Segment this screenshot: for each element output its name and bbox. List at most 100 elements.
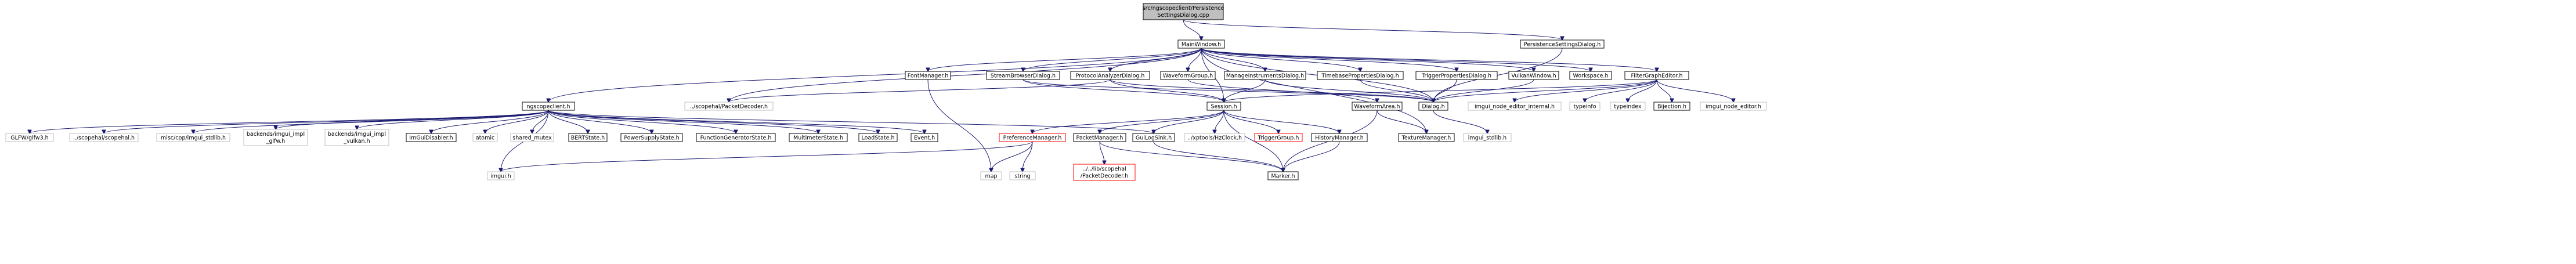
edge-ngscopeclient-to-PowerSupplyState bbox=[548, 110, 652, 133]
node-label-ProtocolAnalyzerDialog: ProtocolAnalyzerDialog.h bbox=[1076, 73, 1145, 79]
edge-ngscopeclient-to-Event bbox=[548, 110, 924, 133]
node-Marker[interactable]: Marker.h bbox=[1267, 171, 1299, 180]
edge-Session-to-Marker bbox=[1223, 110, 1283, 172]
edge-FilterGraphEditor-to-Dialog bbox=[1433, 79, 1657, 102]
node-PacketDecoder_bottom[interactable]: ../../lib/scopehal/PacketDecoder.h bbox=[1073, 164, 1136, 181]
edge-ProtocolAnalyzerDialog-to-PacketDecoder_top bbox=[729, 79, 1111, 102]
node-label-BERTState: BERTState.h bbox=[571, 135, 605, 142]
node-PreferenceManager[interactable]: PreferenceManager.h bbox=[999, 133, 1066, 142]
node-imgui_node_editor[interactable]: imgui_node_editor.h bbox=[1700, 102, 1767, 111]
edge-MainWindow-to-WaveformGroup bbox=[1188, 48, 1202, 71]
node-Dialog[interactable]: Dialog.h bbox=[1418, 102, 1448, 111]
node-label-Dialog: Dialog.h bbox=[1422, 104, 1444, 110]
edge-FilterGraphEditor-to-Bijection bbox=[1656, 79, 1672, 102]
node-label-string: string bbox=[1014, 173, 1030, 180]
node-FunctionGeneratorState[interactable]: FunctionGeneratorState.h bbox=[696, 133, 776, 142]
node-label-ImGuiDisabler: ImGuiDisabler.h bbox=[409, 135, 453, 142]
edge-MainWindow-to-ngscopeclient bbox=[548, 48, 1202, 102]
node-GuiLogSink[interactable]: GuiLogSink.h bbox=[1132, 133, 1175, 142]
node-label-FontManager: FontManager.h bbox=[908, 73, 949, 79]
edge-ngscopeclient-to-backends_vulkan bbox=[357, 110, 549, 129]
node-box-VulkanWindow bbox=[1508, 71, 1559, 80]
node-ProtocolAnalyzerDialog[interactable]: ProtocolAnalyzerDialog.h bbox=[1070, 71, 1150, 80]
node-box-StreamBrowserDialog bbox=[986, 71, 1060, 80]
node-label-root-1: src/ngscopeclient/Persistence bbox=[1143, 5, 1224, 12]
edge-WaveformArea-to-TextureManager bbox=[1376, 110, 1426, 133]
node-PacketManager[interactable]: PacketManager.h bbox=[1073, 133, 1126, 142]
edge-MainWindow-to-FilterGraphEditor bbox=[1201, 48, 1657, 71]
edge-FontManager-to-map bbox=[927, 79, 991, 172]
node-atomic[interactable]: atomic bbox=[472, 133, 498, 142]
node-box-Workspace bbox=[1569, 71, 1612, 80]
node-box-TriggerPropertiesDialog bbox=[1415, 71, 1498, 80]
edge-VulkanWindow-to-Dialog bbox=[1433, 79, 1534, 102]
node-box-Bijection bbox=[1653, 102, 1690, 111]
node-label-PacketManager: PacketManager.h bbox=[1076, 135, 1123, 142]
node-HzClock[interactable]: ../xptools/HzClock.h bbox=[1184, 133, 1245, 142]
node-PowerSupplyState[interactable]: PowerSupplyState.h bbox=[620, 133, 683, 142]
node-box-TextureManager bbox=[1398, 133, 1455, 142]
node-Event[interactable]: Event.h bbox=[911, 133, 938, 142]
node-TriggerGroup[interactable]: TriggerGroup.h bbox=[1254, 133, 1303, 142]
node-label-FunctionGeneratorState: FunctionGeneratorState.h bbox=[700, 135, 772, 142]
edge-MainWindow-to-TextureManager bbox=[1201, 48, 1426, 133]
node-label-PacketDecoder_top: ../scopehal/PacketDecoder.h bbox=[690, 104, 768, 110]
edge-ProtocolAnalyzerDialog-to-Dialog bbox=[1110, 79, 1433, 102]
node-box-GuiLogSink bbox=[1132, 133, 1175, 142]
node-MultimeterState[interactable]: MultimeterState.h bbox=[789, 133, 848, 142]
node-ngscopeclient[interactable]: ngscopeclient.h bbox=[522, 102, 575, 111]
node-Workspace[interactable]: Workspace.h bbox=[1569, 71, 1612, 80]
node-StreamBrowserDialog[interactable]: StreamBrowserDialog.h bbox=[986, 71, 1060, 80]
node-HistoryManager[interactable]: HistoryManager.h bbox=[1311, 133, 1368, 142]
node-label-Workspace: Workspace.h bbox=[1573, 73, 1609, 79]
node-imgui_stdlib[interactable]: imgui_stdlib.h bbox=[1463, 133, 1512, 142]
node-PersistenceSettingsDialog[interactable]: PersistenceSettingsDialog.h bbox=[1520, 39, 1605, 49]
node-WaveformArea[interactable]: WaveformArea.h bbox=[1352, 102, 1403, 111]
node-TimebasePropertiesDialog[interactable]: TimebasePropertiesDialog.h bbox=[1317, 71, 1404, 80]
node-shared_mutex[interactable]: shared_mutex bbox=[510, 133, 554, 142]
edge-ngscopeclient-to-MultimeterState bbox=[548, 110, 818, 133]
node-label-root-2: SettingsDialog.cpp bbox=[1157, 12, 1209, 19]
node-MainWindow[interactable]: MainWindow.h bbox=[1177, 39, 1225, 49]
node-Session[interactable]: Session.h bbox=[1206, 102, 1241, 111]
node-TriggerPropertiesDialog[interactable]: TriggerPropertiesDialog.h bbox=[1415, 71, 1498, 80]
edge-root-to-MainWindow bbox=[1183, 19, 1201, 40]
node-label-LoadState: LoadState.h bbox=[862, 135, 895, 142]
node-imgui[interactable]: imgui.h bbox=[487, 171, 515, 180]
node-backends_glfw[interactable]: backends/imgui_impl_glfw.h bbox=[243, 129, 308, 146]
node-misc_imgui_stdlib[interactable]: misc/cpp/imgui_stdlib.h bbox=[156, 133, 230, 142]
node-VulkanWindow[interactable]: VulkanWindow.h bbox=[1508, 71, 1559, 80]
edge-MainWindow-to-FontManager bbox=[928, 48, 1202, 71]
node-typeindex[interactable]: typeindex bbox=[1610, 102, 1646, 111]
node-FilterGraphEditor[interactable]: FilterGraphEditor.h bbox=[1624, 71, 1689, 80]
node-WaveformGroup[interactable]: WaveformGroup.h bbox=[1160, 71, 1216, 80]
node-string[interactable]: string bbox=[1009, 171, 1036, 180]
node-box-backends_glfw bbox=[243, 129, 308, 146]
node-Bijection[interactable]: Bijection.h bbox=[1653, 102, 1690, 111]
edge-GuiLogSink-to-Marker bbox=[1153, 141, 1283, 172]
node-scopehal[interactable]: ../scopehal/scopehal.h bbox=[69, 133, 139, 142]
node-PacketDecoder_top[interactable]: ../scopehal/PacketDecoder.h bbox=[684, 102, 774, 111]
node-backends_vulkan[interactable]: backends/imgui_impl_vulkan.h bbox=[324, 129, 389, 146]
node-GLFW[interactable]: GLFW/glfw3.h bbox=[5, 133, 54, 142]
node-TextureManager[interactable]: TextureManager.h bbox=[1398, 133, 1455, 142]
node-BERTState[interactable]: BERTState.h bbox=[568, 133, 608, 142]
node-LoadState[interactable]: LoadState.h bbox=[858, 133, 898, 142]
node-ManageInstrumentsDialog[interactable]: ManageInstrumentsDialog.h bbox=[1224, 71, 1306, 80]
edge-MainWindow-to-PacketDecoder_top bbox=[729, 48, 1202, 102]
edge-Session-to-HzClock bbox=[1215, 110, 1224, 133]
node-box-TimebasePropertiesDialog bbox=[1317, 71, 1404, 80]
node-FontManager[interactable]: FontManager.h bbox=[905, 71, 951, 80]
node-label-StreamBrowserDialog: StreamBrowserDialog.h bbox=[991, 73, 1056, 79]
node-imgui_node_editor_internal[interactable]: imgui_node_editor_internal.h bbox=[1468, 102, 1562, 111]
node-box-ManageInstrumentsDialog bbox=[1224, 71, 1306, 80]
node-box-LoadState bbox=[858, 133, 898, 142]
node-label-scopehal: ../scopehal/scopehal.h bbox=[73, 135, 135, 142]
edge-ngscopeclient-to-ImGuiDisabler bbox=[431, 110, 549, 133]
node-root[interactable]: src/ngscopeclient/PersistenceSettingsDia… bbox=[1143, 3, 1224, 20]
node-map[interactable]: map bbox=[980, 171, 1002, 180]
node-ImGuiDisabler[interactable]: ImGuiDisabler.h bbox=[406, 133, 457, 142]
node-typeinfo[interactable]: typeinfo bbox=[1569, 102, 1600, 111]
node-label-GLFW: GLFW/glfw3.h bbox=[10, 135, 48, 142]
